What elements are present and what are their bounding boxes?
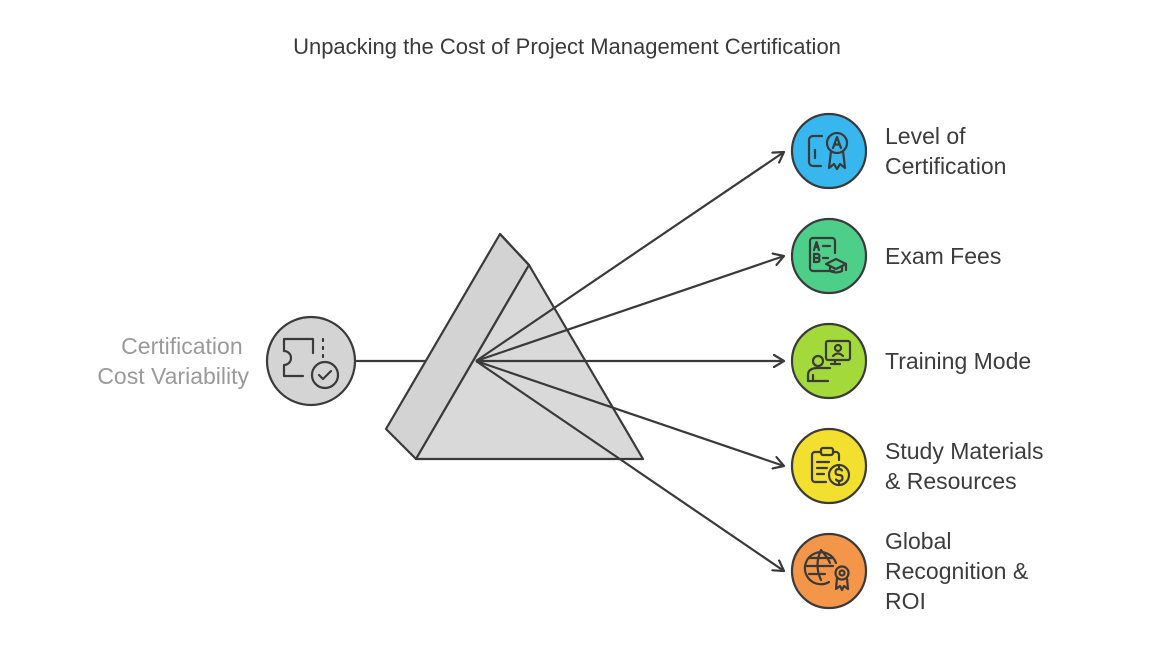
output-label-line: Global [885,528,951,554]
ray-global-recognition [475,360,784,571]
output-circle [790,112,868,190]
output-node-training-mode: Training Mode [790,322,1031,400]
ray-level-of-certification [475,152,784,362]
output-label: Exam Fees [885,243,1001,269]
output-rays [475,152,784,571]
output-node-level-of-certification: Level of Certification [790,112,1006,190]
source-label: Certification Cost Variability [97,333,249,389]
output-node-exam-fees: Exam Fees [790,217,1001,295]
online-training-icon [806,339,852,383]
exam-sheet-icon [808,236,848,274]
output-circle [790,427,868,505]
output-label-line: ROI [885,588,926,614]
globe-award-icon [803,548,850,592]
clipboard-dollar-icon [810,446,851,487]
output-label-line: Certification [885,153,1006,179]
output-label: Level of Certification [885,123,1006,179]
ticket-check-icon [282,337,340,390]
output-label-line: Level of [885,123,966,149]
source-node: Certification Cost Variability [97,315,357,407]
prism-top-edge [499,233,530,266]
ray-study-materials [475,359,784,466]
output-node-study-materials: Study Materials & Resources [790,427,1050,505]
source-circle [265,315,357,407]
source-label-line-2: Cost Variability [97,363,249,389]
output-label-line: Exam Fees [885,243,1001,269]
output-label-line: & Resources [885,468,1017,494]
output-label: Training Mode [885,348,1031,374]
output-label: Global Recognition & ROI [885,528,1035,614]
source-label-line-1: Certification [121,333,242,359]
output-label-line: Recognition & [885,558,1028,584]
output-label-line: Study Materials [885,438,1044,464]
certificate-badge-icon [807,131,849,171]
ray-exam-fees [475,256,784,363]
output-label-line: Training Mode [885,348,1031,374]
diagram-title: Unpacking the Cost of Project Management… [293,34,841,59]
output-circle [790,217,868,295]
prism [384,232,645,461]
output-node-global-recognition: Global Recognition & ROI [790,528,1035,614]
output-label: Study Materials & Resources [885,438,1050,494]
output-circle [790,532,868,610]
